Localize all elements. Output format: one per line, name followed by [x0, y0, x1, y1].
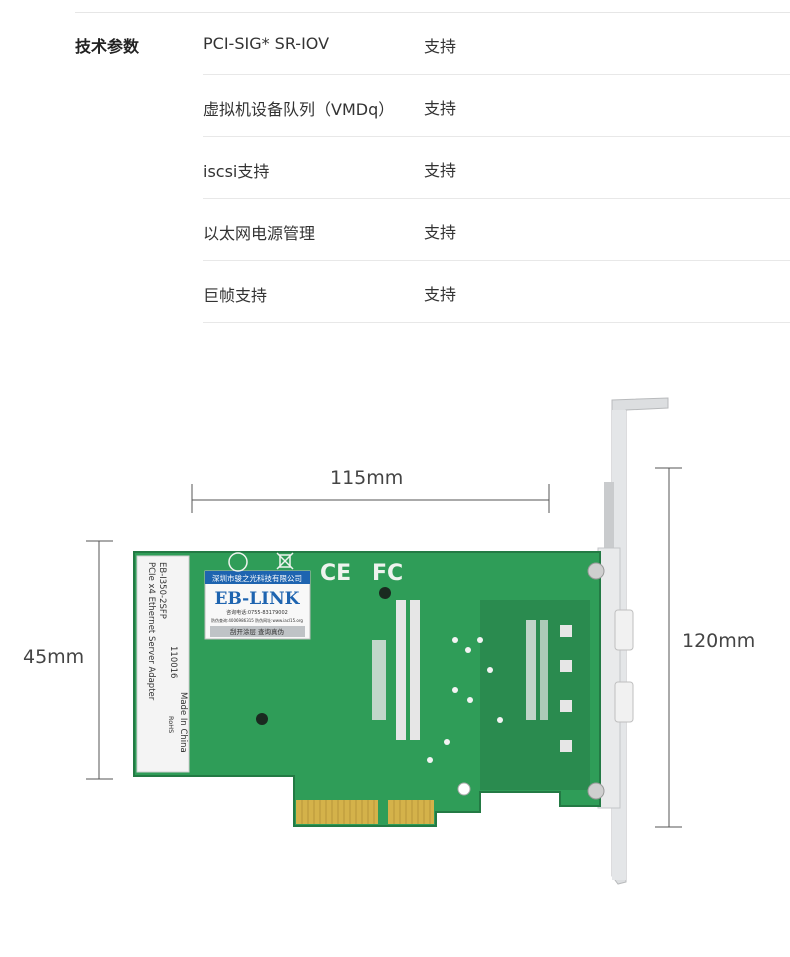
spec-value: 支持 — [424, 223, 457, 242]
spec-value: 支持 — [424, 161, 457, 180]
company-name: 深圳市骏之光科技有限公司 — [212, 573, 302, 583]
row-divider — [203, 260, 790, 261]
sticker-line2: 防伪查询:4006986315 防伪网址:www.iacl15.org — [211, 617, 303, 623]
spec-value: 支持 — [424, 99, 457, 118]
row-divider — [203, 74, 790, 75]
row-divider — [203, 322, 790, 323]
ce-mark: CE — [320, 561, 351, 586]
rohs-text: RoHS — [167, 716, 175, 733]
env-mark-icon — [228, 552, 248, 572]
spec-value: 支持 — [424, 285, 457, 304]
spec-name: 巨帧支持 — [203, 286, 268, 305]
row-divider — [203, 198, 790, 199]
spec-row-power-mgmt: 以太网电源管理 支持 — [203, 199, 790, 261]
side-label-line3: 110016 — [168, 646, 178, 678]
height-dimension-label: 45mm — [23, 646, 85, 668]
spec-row-sriov: PCI-SIG* SR-IOV 支持 — [203, 13, 790, 75]
side-label-line1: PCIe x4 Ethernet Server Adapter — [146, 562, 156, 701]
spec-name: 虚拟机设备队列（VMDq） — [203, 100, 395, 119]
row-divider — [203, 136, 790, 137]
sticker-line1: 咨询电话:0755-83179002 — [226, 609, 288, 616]
brand-logo: EB-LINK — [215, 589, 301, 609]
spec-row-vmdq: 虚拟机设备队列（VMDq） 支持 — [203, 75, 790, 137]
spec-section-label: 技术参数 — [75, 37, 140, 56]
sticker-line3: 刮开涂层 查询真伪 — [230, 627, 284, 636]
spec-name: 以太网电源管理 — [203, 224, 316, 243]
spec-name: iscsi支持 — [203, 162, 270, 181]
spec-top-divider — [75, 12, 790, 13]
spec-row-iscsi: iscsi支持 支持 — [203, 137, 790, 199]
dimension-lines — [86, 467, 682, 828]
weee-bin-icon — [276, 552, 294, 570]
spec-row-jumbo: 巨帧支持 支持 — [203, 261, 790, 323]
width-dimension-label: 115mm — [330, 467, 404, 489]
side-label-line2: EB-I350-2SFP — [157, 562, 167, 619]
side-label: PCIe x4 Ethernet Server Adapter EB-I350-… — [136, 555, 190, 773]
spec-name: PCI-SIG* SR-IOV — [203, 34, 330, 53]
spec-value: 支持 — [424, 37, 457, 56]
brand-sticker: 深圳市骏之光科技有限公司 EB-LINK 咨询电话:0755-83179002 … — [204, 570, 311, 640]
fc-mark: FC — [372, 561, 403, 586]
pci-bracket — [597, 397, 669, 885]
side-label-line4: Made In China — [178, 692, 188, 753]
bracket-dimension-label: 120mm — [682, 630, 756, 652]
